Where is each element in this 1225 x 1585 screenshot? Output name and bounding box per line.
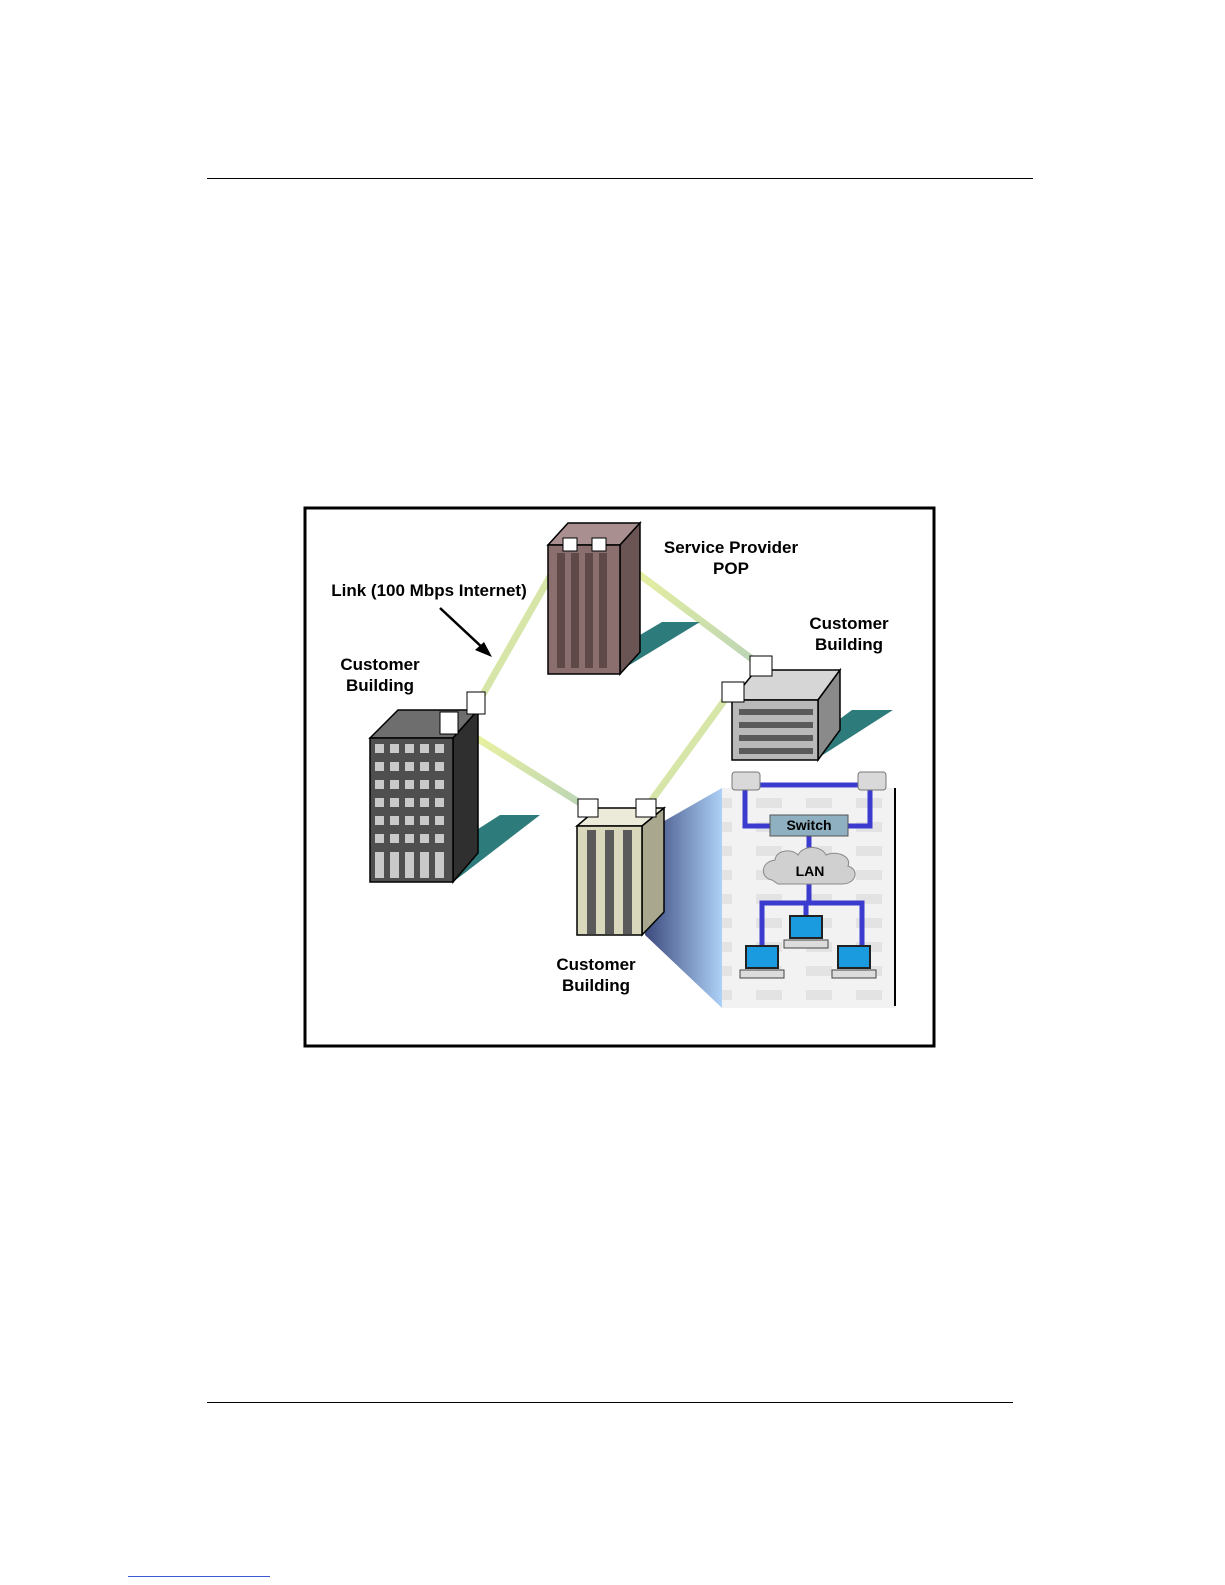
computer-icon (784, 916, 828, 948)
building-window (435, 852, 444, 878)
building-window (435, 834, 444, 843)
building-window (405, 762, 414, 771)
building-window (420, 798, 429, 807)
building-window (435, 762, 444, 771)
building-window (375, 816, 384, 825)
building-window (420, 762, 429, 771)
building-window (420, 816, 429, 825)
building-window (375, 852, 384, 878)
pop-label-line2: POP (713, 559, 749, 578)
bottom-building-label-line1: Customer (556, 955, 636, 974)
lan-label: LAN (796, 863, 825, 879)
right-building-label-line1: Customer (809, 614, 889, 633)
building-window (375, 762, 384, 771)
bottom-building-label-line2: Building (562, 976, 630, 995)
building-window (405, 852, 414, 878)
router-right (858, 772, 886, 790)
pop-label-line1: Service Provider (664, 538, 799, 557)
left-building-label-line2: Building (346, 676, 414, 695)
computer-icon (832, 946, 876, 978)
building-window (390, 834, 399, 843)
building-window (390, 816, 399, 825)
building-window (390, 762, 399, 771)
building-window (405, 780, 414, 789)
building-window (405, 744, 414, 753)
building-window (420, 780, 429, 789)
building-window (435, 744, 444, 753)
building-window (420, 744, 429, 753)
router-left (732, 772, 760, 790)
link-label: Link (100 Mbps Internet) (331, 581, 527, 600)
lan-panel: Switch LAN (722, 772, 896, 1008)
building-window (390, 744, 399, 753)
building-window (435, 780, 444, 789)
building-window (375, 744, 384, 753)
left-building-label-line1: Customer (340, 655, 420, 674)
building-window (390, 780, 399, 789)
right-building-label-line2: Building (815, 635, 883, 654)
building-window (405, 798, 414, 807)
building-window (420, 834, 429, 843)
building-window (435, 798, 444, 807)
building-window (390, 798, 399, 807)
building-window (420, 852, 429, 878)
computer-icon (740, 946, 784, 978)
building-window (405, 834, 414, 843)
building-window (375, 798, 384, 807)
bottom-customer-building (577, 799, 664, 935)
building-window (375, 834, 384, 843)
building-window (405, 816, 414, 825)
building-window (375, 780, 384, 789)
switch-label: Switch (786, 817, 831, 833)
building-window (435, 816, 444, 825)
building-window (390, 852, 399, 878)
